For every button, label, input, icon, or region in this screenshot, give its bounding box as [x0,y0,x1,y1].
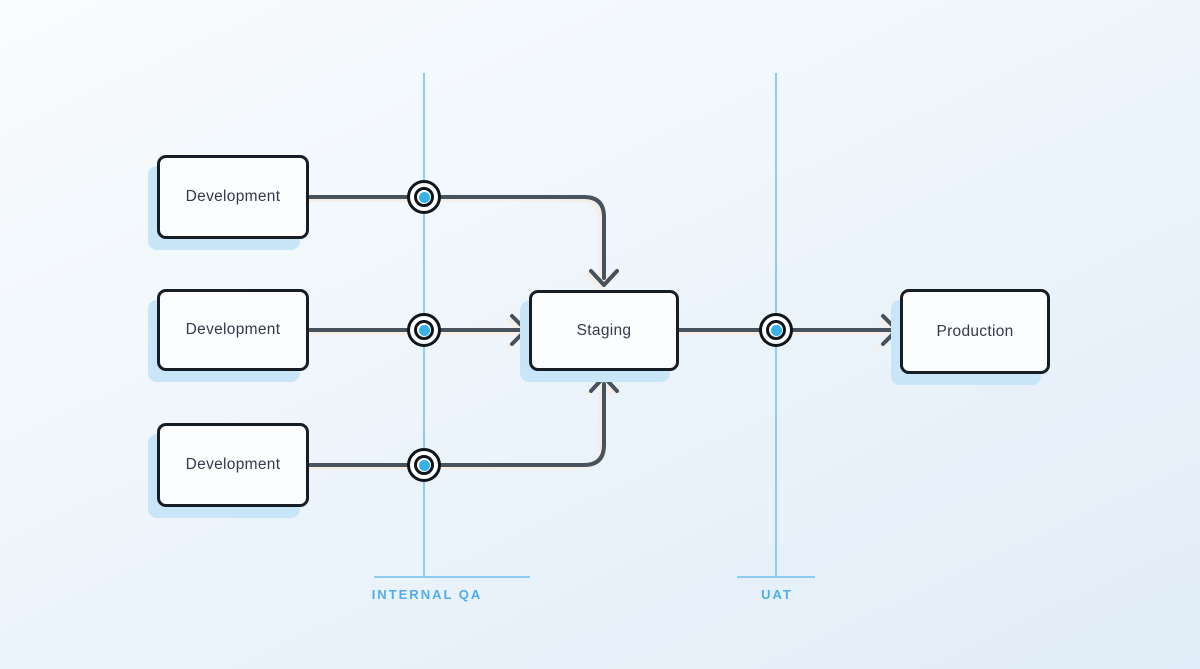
node-development-2: Development [157,289,309,371]
checkpoint-ring [414,187,434,207]
arrow-dev1-to-staging [308,195,606,280]
checkpoint-dot [418,191,430,203]
checkpoint-dot [418,459,430,471]
arrowhead-right-icon [881,314,899,346]
gate-label-internal-qa: INTERNAL QA [371,587,483,602]
node-label: Production [936,322,1014,340]
checkpoint-ring [766,320,786,340]
checkpoint-dot [770,324,782,336]
node-production: Production [900,289,1050,374]
gate-label-uat: UAT [761,587,793,602]
arrow-dev3-to-staging [308,382,606,467]
arrowhead-down-icon [589,269,619,287]
node-label: Development [185,321,281,338]
arrowhead-up-icon [589,375,619,393]
checkpoint-bullseye-icon [407,448,441,482]
checkpoint-ring [414,455,434,475]
checkpoint-dot [418,324,430,336]
node-development-1: Development [157,155,309,239]
node-development-3: Development [157,423,309,507]
checkpoint-bullseye-icon [407,313,441,347]
node-label: Development [185,188,281,205]
checkpoint-bullseye-icon [407,180,441,214]
node-label: Staging [576,321,632,339]
checkpoint-ring [414,320,434,340]
arrowhead-right-icon [510,314,528,346]
node-staging: Staging [529,290,679,371]
node-label: Development [185,456,281,473]
checkpoint-bullseye-icon [759,313,793,347]
